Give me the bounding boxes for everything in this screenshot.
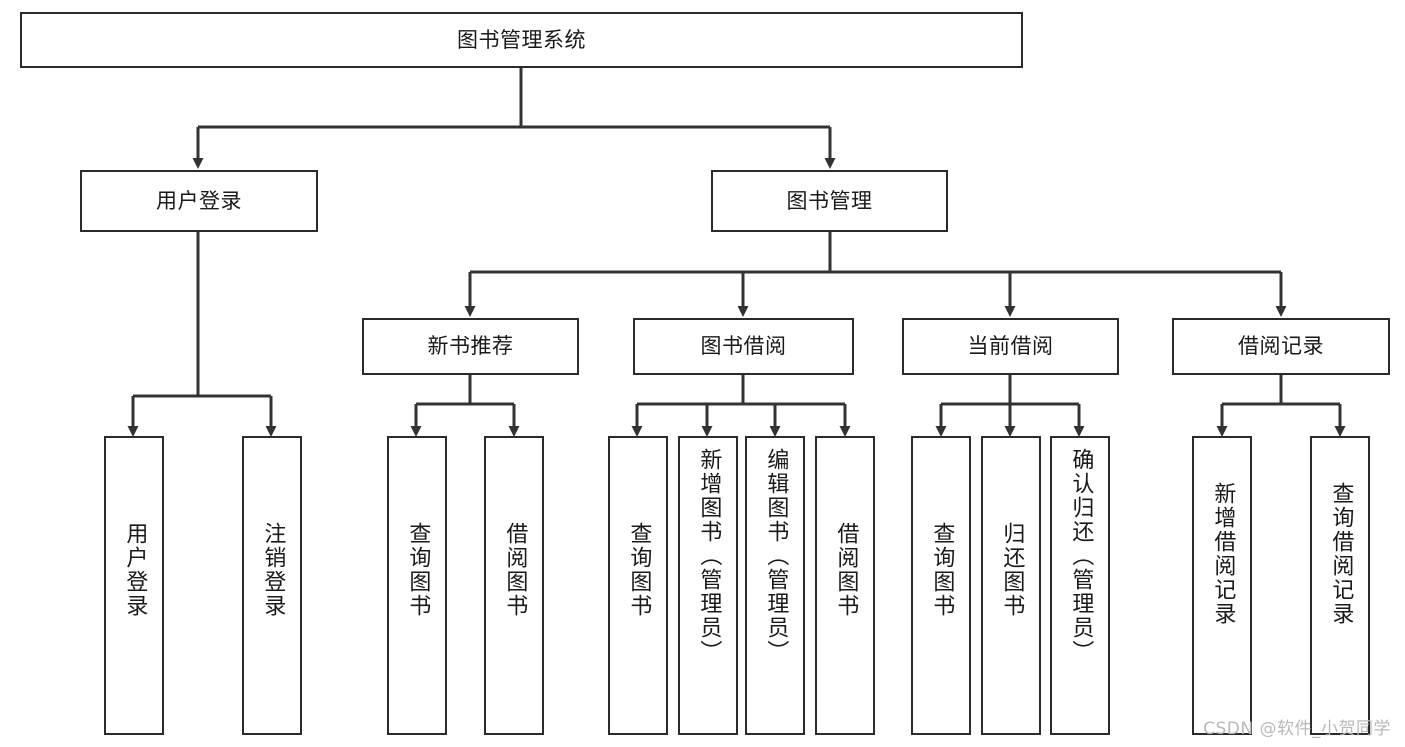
leaf-current-return-book-label: 归还图书 xyxy=(999,522,1025,618)
node-current-borrow-label: 当前借阅 xyxy=(967,334,1054,359)
leaf-current-return-book[interactable]: 归还图书 xyxy=(981,436,1041,735)
node-book-management[interactable]: 图书管理 xyxy=(711,170,948,232)
leaf-record-query-record[interactable]: 查询借阅记录 xyxy=(1310,436,1370,735)
leaf-record-add-record[interactable]: 新增借阅记录 xyxy=(1192,436,1252,735)
leaf-recommend-query-book-label: 查询图书 xyxy=(405,522,431,618)
leaf-recommend-borrow-book[interactable]: 借阅图书 xyxy=(484,436,544,735)
leaf-recommend-query-book[interactable]: 查询图书 xyxy=(387,436,447,735)
leaf-borrow-add-book-admin-label: 新增图书（管理员） xyxy=(696,448,722,664)
node-user-login-label: 用户登录 xyxy=(156,188,242,213)
leaf-user-login-logout-label: 注销登录 xyxy=(260,522,286,618)
node-user-login[interactable]: 用户登录 xyxy=(80,170,318,232)
leaf-user-login-login[interactable]: 用户登录 xyxy=(104,436,164,735)
leaf-borrow-edit-book-admin-label: 编辑图书（管理员） xyxy=(763,448,789,664)
node-book-borrow-label: 图书借阅 xyxy=(700,334,787,359)
leaf-borrow-edit-book-admin[interactable]: 编辑图书（管理员） xyxy=(745,436,805,735)
leaf-current-query-book-label: 查询图书 xyxy=(929,522,955,618)
leaf-record-query-record-label: 查询借阅记录 xyxy=(1328,482,1354,626)
leaf-user-login-logout[interactable]: 注销登录 xyxy=(242,436,302,735)
node-book-management-label: 图书管理 xyxy=(786,188,873,213)
leaf-borrow-query-book[interactable]: 查询图书 xyxy=(608,436,668,735)
leaf-borrow-add-book-admin[interactable]: 新增图书（管理员） xyxy=(678,436,738,735)
leaf-record-add-record-label: 新增借阅记录 xyxy=(1210,482,1236,626)
node-root-label: 图书管理系统 xyxy=(457,27,586,52)
node-root[interactable]: 图书管理系统 xyxy=(20,12,1023,68)
leaf-recommend-borrow-book-label: 借阅图书 xyxy=(502,522,528,618)
leaf-current-confirm-return-admin[interactable]: 确认归还（管理员） xyxy=(1050,436,1110,735)
node-new-book-recommend[interactable]: 新书推荐 xyxy=(362,318,579,375)
leaf-current-query-book[interactable]: 查询图书 xyxy=(911,436,971,735)
node-current-borrow[interactable]: 当前借阅 xyxy=(902,318,1119,375)
leaf-user-login-login-label: 用户登录 xyxy=(122,522,148,618)
node-borrow-record[interactable]: 借阅记录 xyxy=(1172,318,1390,375)
watermark-text: CSDN @软件_小贺同学 xyxy=(1203,719,1391,739)
node-new-book-recommend-label: 新书推荐 xyxy=(427,334,514,359)
leaf-borrow-query-book-label: 查询图书 xyxy=(626,522,652,618)
node-book-borrow[interactable]: 图书借阅 xyxy=(633,318,854,375)
node-borrow-record-label: 借阅记录 xyxy=(1238,334,1324,359)
leaf-borrow-borrow-book[interactable]: 借阅图书 xyxy=(815,436,875,735)
leaf-current-confirm-return-admin-label: 确认归还（管理员） xyxy=(1068,448,1094,664)
leaf-borrow-borrow-book-label: 借阅图书 xyxy=(833,522,859,618)
